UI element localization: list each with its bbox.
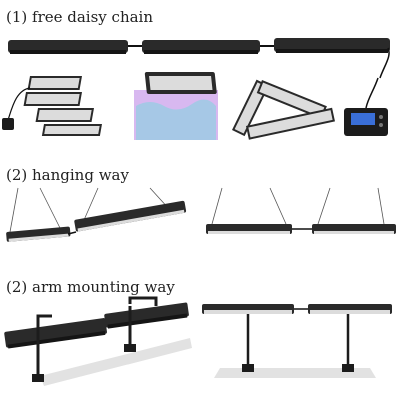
hanging-wire-left [9,187,171,233]
section-heading-daisy-chain: (1) free daisy chain [6,8,154,26]
power-adapter [2,118,14,130]
triangle-led-arrangement [232,79,335,140]
arm-mounting-illustration [4,296,392,386]
section-heading-arm-mounting: (2) arm mounting way [6,278,175,296]
aquarium-tank [134,72,218,140]
stacked-led-panels [2,76,102,136]
hanging-led-fixture-left [6,200,187,242]
hanging-illustration [6,187,396,242]
daisy-chain-illustration [2,38,390,140]
mounting-arm-icon [36,296,158,376]
hanging-wire-right [211,187,385,225]
section-heading-hanging: (2) hanging way [6,166,129,184]
hanging-led-fixture-right [206,224,396,234]
chained-led-bars [8,38,390,79]
arm-mount-right [202,304,392,378]
controller-box [344,77,388,136]
arm-mount-left [4,296,192,386]
